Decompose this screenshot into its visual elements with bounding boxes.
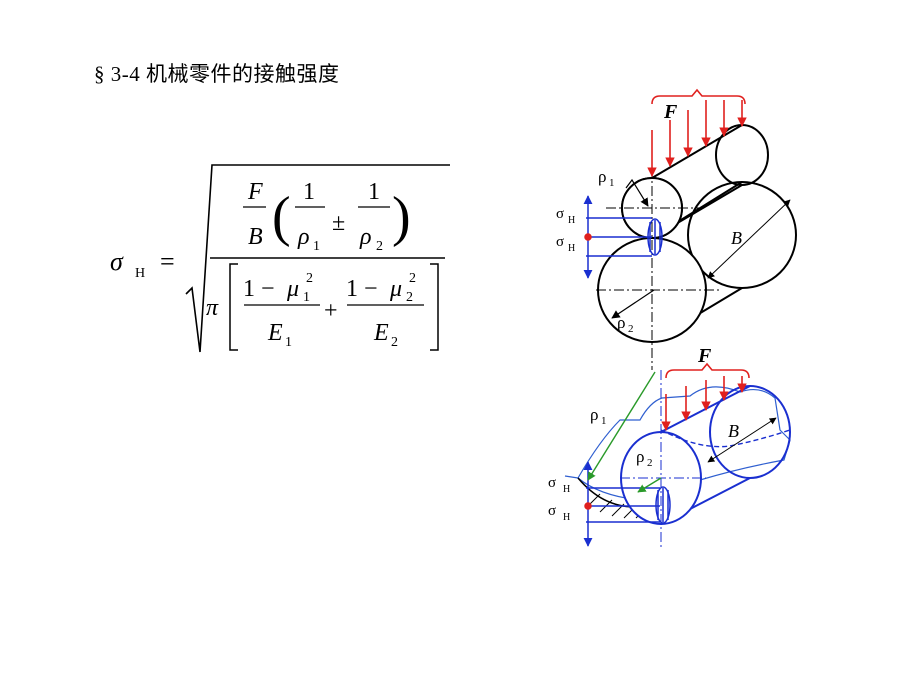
bottom-rho1-label: ρ bbox=[590, 405, 598, 424]
svg-text:1: 1 bbox=[609, 177, 615, 189]
svg-text:H: H bbox=[563, 484, 570, 495]
bottom-figure-concave-contact bbox=[564, 362, 791, 548]
left-paren: ( bbox=[272, 186, 291, 248]
svg-text:1 −: 1 − bbox=[346, 276, 378, 302]
svg-text:2: 2 bbox=[647, 457, 653, 469]
top-force-label: F bbox=[663, 101, 678, 123]
bottom-sigma-lower: σ bbox=[548, 503, 556, 519]
radical-sign bbox=[185, 164, 450, 353]
rho-2: ρ bbox=[359, 224, 372, 250]
sigma-symbol: σ bbox=[110, 247, 124, 276]
svg-text:H: H bbox=[563, 512, 570, 523]
top-sigma-lower: σ bbox=[556, 234, 564, 250]
bottom-width-dimension bbox=[707, 417, 777, 463]
svg-text:2: 2 bbox=[376, 239, 383, 254]
bottom-sigma-upper: σ bbox=[548, 475, 556, 491]
slide-title: § 3-4 机械零件的接触强度 bbox=[94, 62, 340, 86]
bottom-rho2-label: ρ bbox=[636, 447, 644, 466]
svg-text:1: 1 bbox=[601, 415, 607, 427]
bottom-force-label: F bbox=[697, 345, 712, 367]
svg-text:2: 2 bbox=[406, 290, 413, 305]
equals-sign: = bbox=[160, 247, 175, 276]
top-sigma-upper: σ bbox=[556, 206, 564, 222]
svg-text:2: 2 bbox=[306, 271, 313, 286]
svg-text:2: 2 bbox=[628, 323, 634, 335]
force-F: F bbox=[247, 179, 263, 205]
top-width-dimension bbox=[707, 199, 791, 279]
svg-text:1: 1 bbox=[303, 290, 310, 305]
svg-text:2: 2 bbox=[409, 271, 416, 286]
svg-text:1 −: 1 − bbox=[243, 276, 275, 302]
width-B: B bbox=[248, 224, 263, 250]
top-rho2-label: ρ bbox=[617, 313, 625, 332]
small-cylinder-body bbox=[651, 124, 743, 179]
pi-symbol: π bbox=[206, 295, 219, 321]
top-figure-two-cylinders bbox=[597, 124, 797, 343]
right-paren: ) bbox=[392, 186, 411, 248]
svg-text:2: 2 bbox=[391, 335, 398, 350]
svg-text:H: H bbox=[568, 243, 575, 254]
plus-minus: ± bbox=[332, 210, 345, 236]
E-1: E bbox=[267, 320, 283, 346]
top-contact-zone bbox=[583, 195, 663, 279]
E-2: E bbox=[373, 320, 389, 346]
sigma-subscript: H bbox=[135, 266, 145, 281]
top-width-label: B bbox=[731, 228, 742, 248]
numerator-one-2: 1 bbox=[368, 179, 380, 205]
mu-1: μ bbox=[286, 276, 299, 302]
svg-text:H: H bbox=[568, 215, 575, 226]
mu-2: μ bbox=[389, 276, 402, 302]
numerator-one-1: 1 bbox=[303, 179, 315, 205]
top-rho1-label: ρ bbox=[598, 167, 606, 186]
bottom-width-label: B bbox=[728, 421, 739, 441]
top-load-arrows bbox=[647, 88, 747, 177]
plus-sign: + bbox=[324, 298, 338, 324]
left-bracket bbox=[229, 263, 238, 351]
rho-1: ρ bbox=[297, 224, 310, 250]
right-bracket bbox=[430, 263, 439, 351]
svg-text:1: 1 bbox=[285, 335, 292, 350]
svg-text:1: 1 bbox=[313, 239, 320, 254]
